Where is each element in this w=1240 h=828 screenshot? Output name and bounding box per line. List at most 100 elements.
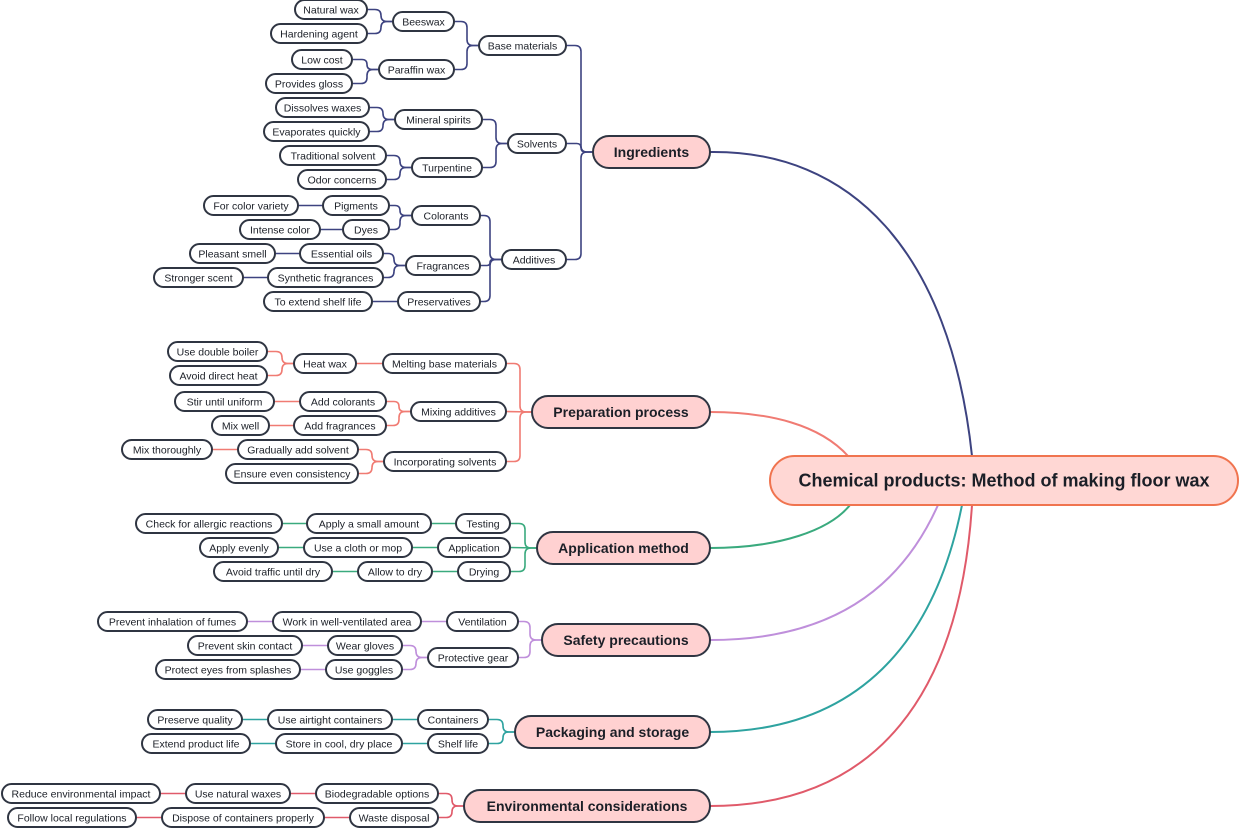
subtopic-wear-gloves[interactable]: Wear gloves <box>327 635 403 656</box>
subtopic-shelf-life[interactable]: Shelf life <box>427 733 489 754</box>
subtopic-pigments[interactable]: Pigments <box>322 195 390 216</box>
subtopic-protective-gear[interactable]: Protective gear <box>427 647 519 668</box>
subtopic-preserve-quality[interactable]: Preserve quality <box>147 709 243 730</box>
connector <box>482 118 508 145</box>
subtopic-fragrances[interactable]: Fragrances <box>405 255 481 276</box>
topic-box <box>97 611 248 632</box>
subtopic-to-extend-shelf-life[interactable]: To extend shelf life <box>263 291 373 312</box>
topic-label: Turpentine <box>422 163 472 175</box>
subtopic-low-cost[interactable]: Low cost <box>291 49 353 70</box>
subtopic-additives[interactable]: Additives <box>501 249 567 270</box>
subtopic-follow-local-regulations[interactable]: Follow local regulations <box>7 807 137 828</box>
topic-label: Prevent inhalation of fumes <box>109 617 236 629</box>
subtopic-use-a-cloth-or-mop[interactable]: Use a cloth or mop <box>303 537 413 558</box>
subtopic-ensure-even-consistency[interactable]: Ensure even consistency <box>225 463 359 484</box>
subtopic-base-materials[interactable]: Base materials <box>478 35 567 56</box>
subtopic-biodegradable-options[interactable]: Biodegradable options <box>315 783 439 804</box>
subtopic-ventilation[interactable]: Ventilation <box>446 611 519 632</box>
topic-box <box>155 659 301 680</box>
topic-label: Hardening agent <box>280 29 358 41</box>
subtopic-allow-to-dry[interactable]: Allow to dry <box>357 561 433 582</box>
subtopic-store-in-cool-dry-place[interactable]: Store in cool, dry place <box>275 733 403 754</box>
topic-box <box>306 513 432 534</box>
subtopic-colorants[interactable]: Colorants <box>411 205 481 226</box>
topic-box <box>514 715 711 749</box>
subtopic-preservatives[interactable]: Preservatives <box>397 291 481 312</box>
subtopic-odor-concerns[interactable]: Odor concerns <box>297 169 387 190</box>
subtopic-mineral-spirits[interactable]: Mineral spirits <box>394 109 483 130</box>
connector <box>386 154 412 169</box>
subtopic-paraffin-wax[interactable]: Paraffin wax <box>378 59 455 80</box>
subtopic-use-airtight-containers[interactable]: Use airtight containers <box>267 709 393 730</box>
subtopic-mix-thoroughly[interactable]: Mix thoroughly <box>121 439 213 460</box>
subtopic-waste-disposal[interactable]: Waste disposal <box>349 807 439 828</box>
topic-label: Preserve quality <box>157 715 233 727</box>
subtopic-stronger-scent[interactable]: Stronger scent <box>153 267 244 288</box>
subtopic-essential-oils[interactable]: Essential oils <box>299 243 384 264</box>
subtopic-for-color-variety[interactable]: For color variety <box>203 195 299 216</box>
subtopic-beeswax[interactable]: Beeswax <box>392 11 455 32</box>
subtopic-use-double-boiler[interactable]: Use double boiler <box>167 341 268 362</box>
main-topic-application-method[interactable]: Application method <box>536 531 711 565</box>
topic-box <box>357 561 433 582</box>
subtopic-prevent-inhalation-of-fumes[interactable]: Prevent inhalation of fumes <box>97 611 248 632</box>
subtopic-intense-color[interactable]: Intense color <box>239 219 321 240</box>
subtopic-prevent-skin-contact[interactable]: Prevent skin contact <box>187 635 303 656</box>
subtopic-dyes[interactable]: Dyes <box>342 219 390 240</box>
subtopic-hardening-agent[interactable]: Hardening agent <box>270 23 368 44</box>
subtopic-add-colorants[interactable]: Add colorants <box>299 391 387 412</box>
topic-label: Prevent skin contact <box>198 641 293 653</box>
subtopic-extend-product-life[interactable]: Extend product life <box>141 733 251 754</box>
subtopic-apply-a-small-amount[interactable]: Apply a small amount <box>306 513 432 534</box>
subtopic-turpentine[interactable]: Turpentine <box>411 157 483 178</box>
subtopic-avoid-direct-heat[interactable]: Avoid direct heat <box>169 365 268 386</box>
subtopic-use-natural-waxes[interactable]: Use natural waxes <box>185 783 291 804</box>
topic-box <box>199 537 279 558</box>
topic-label: Shelf life <box>438 739 478 751</box>
topic-box <box>394 109 483 130</box>
topic-label: Additives <box>513 255 556 267</box>
subtopic-check-for-allergic-reactions[interactable]: Check for allergic reactions <box>135 513 283 534</box>
central-topic[interactable]: Chemical products: Method of making floo… <box>769 455 1239 506</box>
subtopic-mixing-additives[interactable]: Mixing additives <box>410 401 507 422</box>
subtopic-pleasant-smell[interactable]: Pleasant smell <box>189 243 276 264</box>
main-topic-packaging-and-storage[interactable]: Packaging and storage <box>514 715 711 749</box>
main-topic-ingredients[interactable]: Ingredients <box>592 135 711 169</box>
topic-box <box>187 635 303 656</box>
main-topic-preparation-process[interactable]: Preparation process <box>531 395 711 429</box>
subtopic-synthetic-fragrances[interactable]: Synthetic fragrances <box>267 267 384 288</box>
subtopic-reduce-environmental-impact[interactable]: Reduce environmental impact <box>1 783 161 804</box>
subtopic-apply-evenly[interactable]: Apply evenly <box>199 537 279 558</box>
subtopic-use-goggles[interactable]: Use goggles <box>325 659 403 680</box>
subtopic-application[interactable]: Application <box>437 537 511 558</box>
subtopic-gradually-add-solvent[interactable]: Gradually add solvent <box>237 439 359 460</box>
subtopic-solvents[interactable]: Solvents <box>507 133 567 154</box>
topic-box <box>446 611 519 632</box>
subtopic-dissolves-waxes[interactable]: Dissolves waxes <box>275 97 370 118</box>
subtopic-mix-well[interactable]: Mix well <box>211 415 270 436</box>
subtopic-natural-wax[interactable]: Natural wax <box>294 0 368 20</box>
topic-box <box>342 219 390 240</box>
topic-label: Apply a small amount <box>319 519 419 531</box>
subtopic-stir-until-uniform[interactable]: Stir until uniform <box>174 391 275 412</box>
topic-label: Application <box>448 543 500 555</box>
topic-box <box>7 807 137 828</box>
subtopic-add-fragrances[interactable]: Add fragrances <box>293 415 387 436</box>
subtopic-incorporating-solvents[interactable]: Incorporating solvents <box>383 451 507 472</box>
subtopic-provides-gloss[interactable]: Provides gloss <box>265 73 353 94</box>
subtopic-traditional-solvent[interactable]: Traditional solvent <box>279 145 387 166</box>
subtopic-protect-eyes-from-splashes[interactable]: Protect eyes from splashes <box>155 659 301 680</box>
subtopic-avoid-traffic-until-dry[interactable]: Avoid traffic until dry <box>213 561 333 582</box>
subtopic-melting-base-materials[interactable]: Melting base materials <box>382 353 507 374</box>
topic-label: Add fragrances <box>304 421 375 433</box>
subtopic-heat-wax[interactable]: Heat wax <box>293 353 357 374</box>
subtopic-containers[interactable]: Containers <box>417 709 489 730</box>
subtopic-work-in-well-ventilated-area[interactable]: Work in well-ventilated area <box>272 611 422 632</box>
subtopic-testing[interactable]: Testing <box>455 513 511 534</box>
subtopic-dispose-of-containers-properly[interactable]: Dispose of containers properly <box>161 807 325 828</box>
subtopic-drying[interactable]: Drying <box>457 561 511 582</box>
main-topic-environmental-considerations[interactable]: Environmental considerations <box>463 789 711 823</box>
subtopic-evaporates-quickly[interactable]: Evaporates quickly <box>263 121 370 142</box>
main-topic-safety-precautions[interactable]: Safety precautions <box>541 623 711 657</box>
topic-label: Biodegradable options <box>325 789 430 801</box>
